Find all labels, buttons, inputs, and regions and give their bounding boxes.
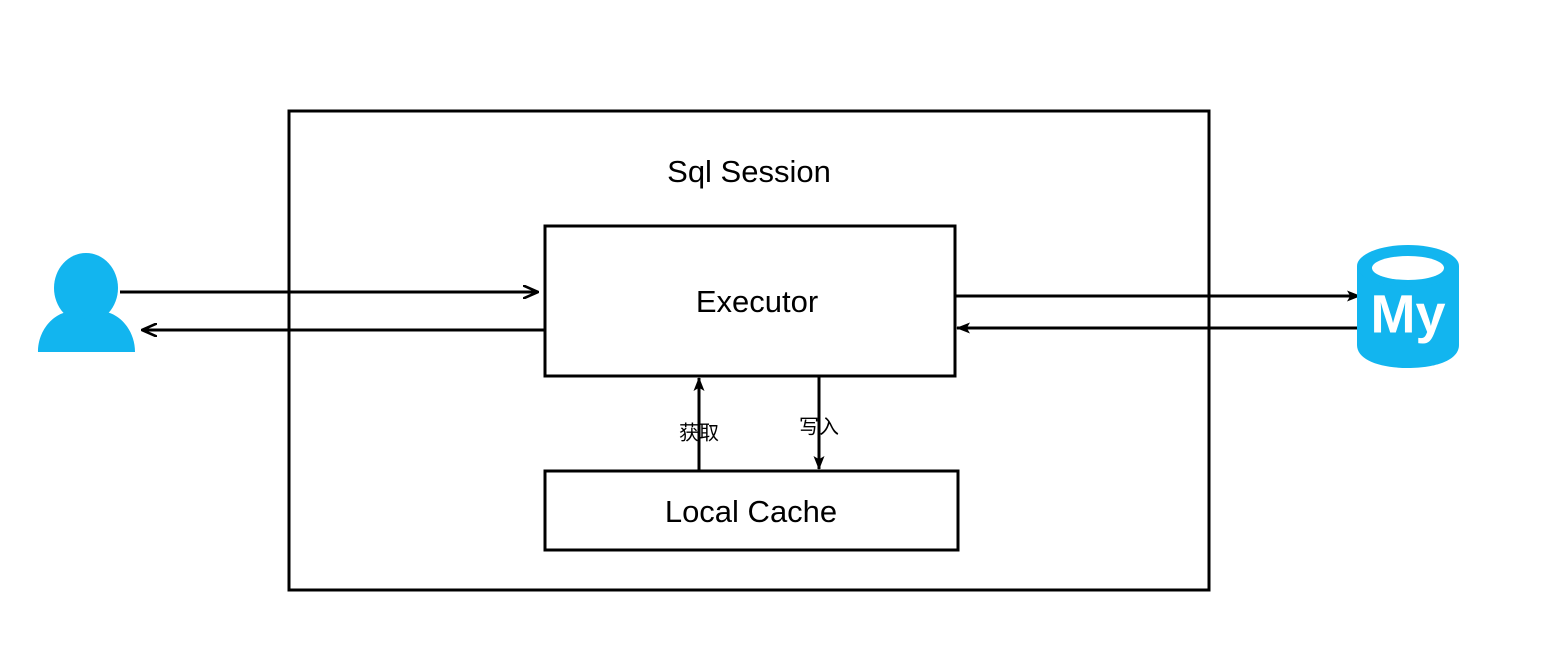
sql-session-title: Sql Session (667, 154, 831, 189)
db-top-surface-icon (1372, 256, 1444, 280)
local-cache-node[interactable] (543, 469, 960, 552)
user-person-icon[interactable] (38, 253, 135, 352)
user-body-icon (38, 311, 135, 352)
edge-label-fetch: 获取 (679, 421, 719, 445)
executor-node[interactable] (543, 224, 957, 378)
executor-label: Executor (696, 284, 818, 319)
database-cylinder-icon[interactable]: My (1357, 245, 1459, 368)
local-cache-label: Local Cache (665, 494, 837, 529)
user-head-icon (54, 253, 118, 323)
edge-label-write: 写入 (799, 415, 839, 439)
db-mysql-label: My (1370, 284, 1445, 344)
db-body-icon (1357, 266, 1459, 368)
